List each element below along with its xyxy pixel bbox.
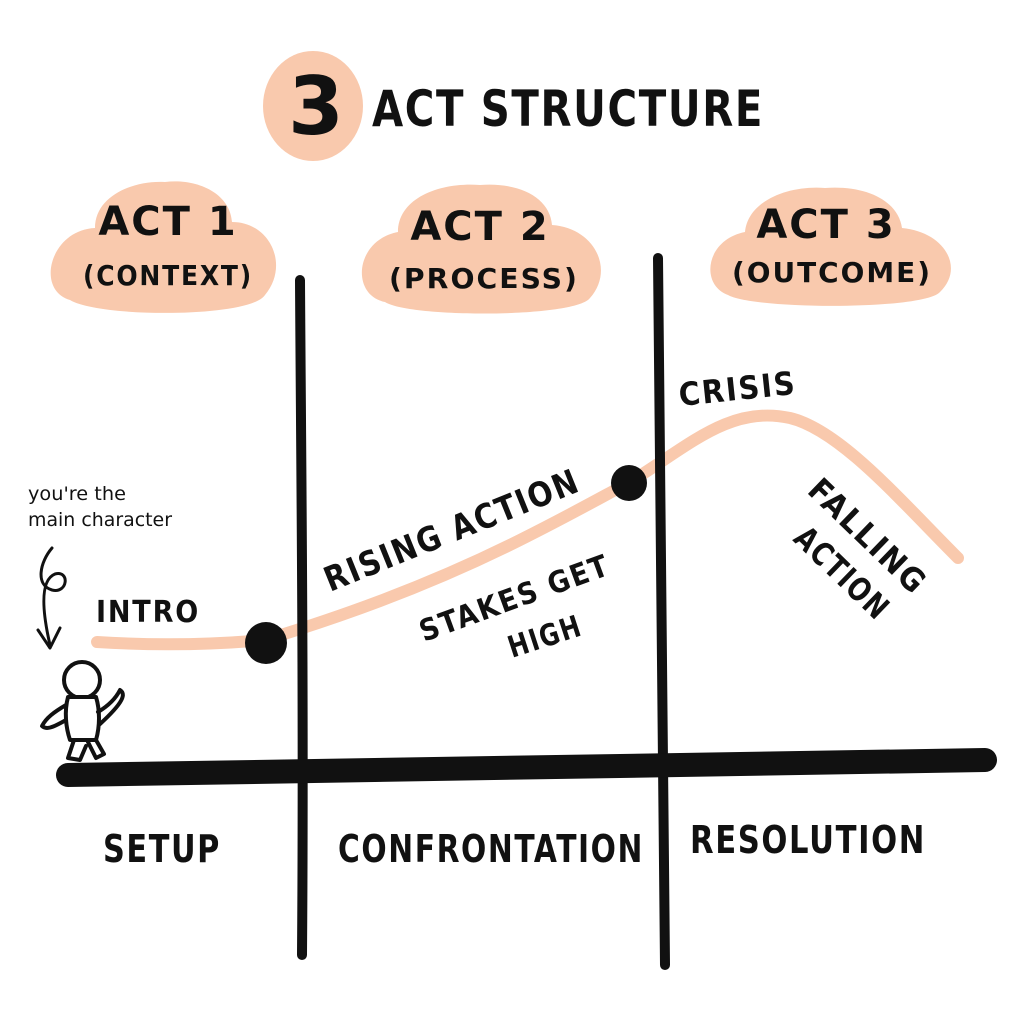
act-1-name: ACT 1	[98, 199, 237, 245]
act-2-bubble: ACT 2 (PROCESS)	[361, 184, 601, 314]
act-3-bubble: ACT 3 (OUTCOME)	[710, 187, 951, 306]
bottom-label-confrontation: CONFRONTATION	[338, 827, 644, 871]
label-stakes-line2: HIGH	[504, 609, 587, 666]
act-1-subtitle: (CONTEXT)	[83, 259, 253, 292]
curly-arrow-icon	[36, 546, 67, 650]
divider-act-1-2	[295, 275, 308, 960]
annotation-line1: you're the	[28, 483, 126, 505]
label-crisis: CRISIS	[677, 364, 798, 414]
title-number-bubble	[263, 51, 363, 161]
plot-point-1	[245, 622, 287, 664]
title-number: 3	[288, 60, 344, 153]
plot-point-2	[611, 465, 647, 501]
act-1-bubble: ACT 1 (CONTEXT)	[50, 181, 277, 313]
annotation-line2: main character	[28, 509, 172, 531]
title-text: ACT STRUCTURE	[372, 80, 764, 138]
act-3-name: ACT 3	[756, 202, 895, 248]
act-2-subtitle: (PROCESS)	[389, 262, 579, 295]
title: 3 ACT STRUCTURE	[263, 51, 764, 161]
act-3-subtitle: (OUTCOME)	[732, 256, 932, 289]
bottom-label-resolution: RESOLUTION	[690, 818, 926, 862]
bottom-label-setup: SETUP	[103, 827, 221, 871]
act-2-name: ACT 2	[410, 204, 549, 250]
divider-act-2-3	[653, 253, 670, 970]
timeline-baseline	[56, 748, 997, 787]
stick-figure-icon	[40, 660, 125, 762]
label-intro: INTRO	[96, 595, 200, 630]
